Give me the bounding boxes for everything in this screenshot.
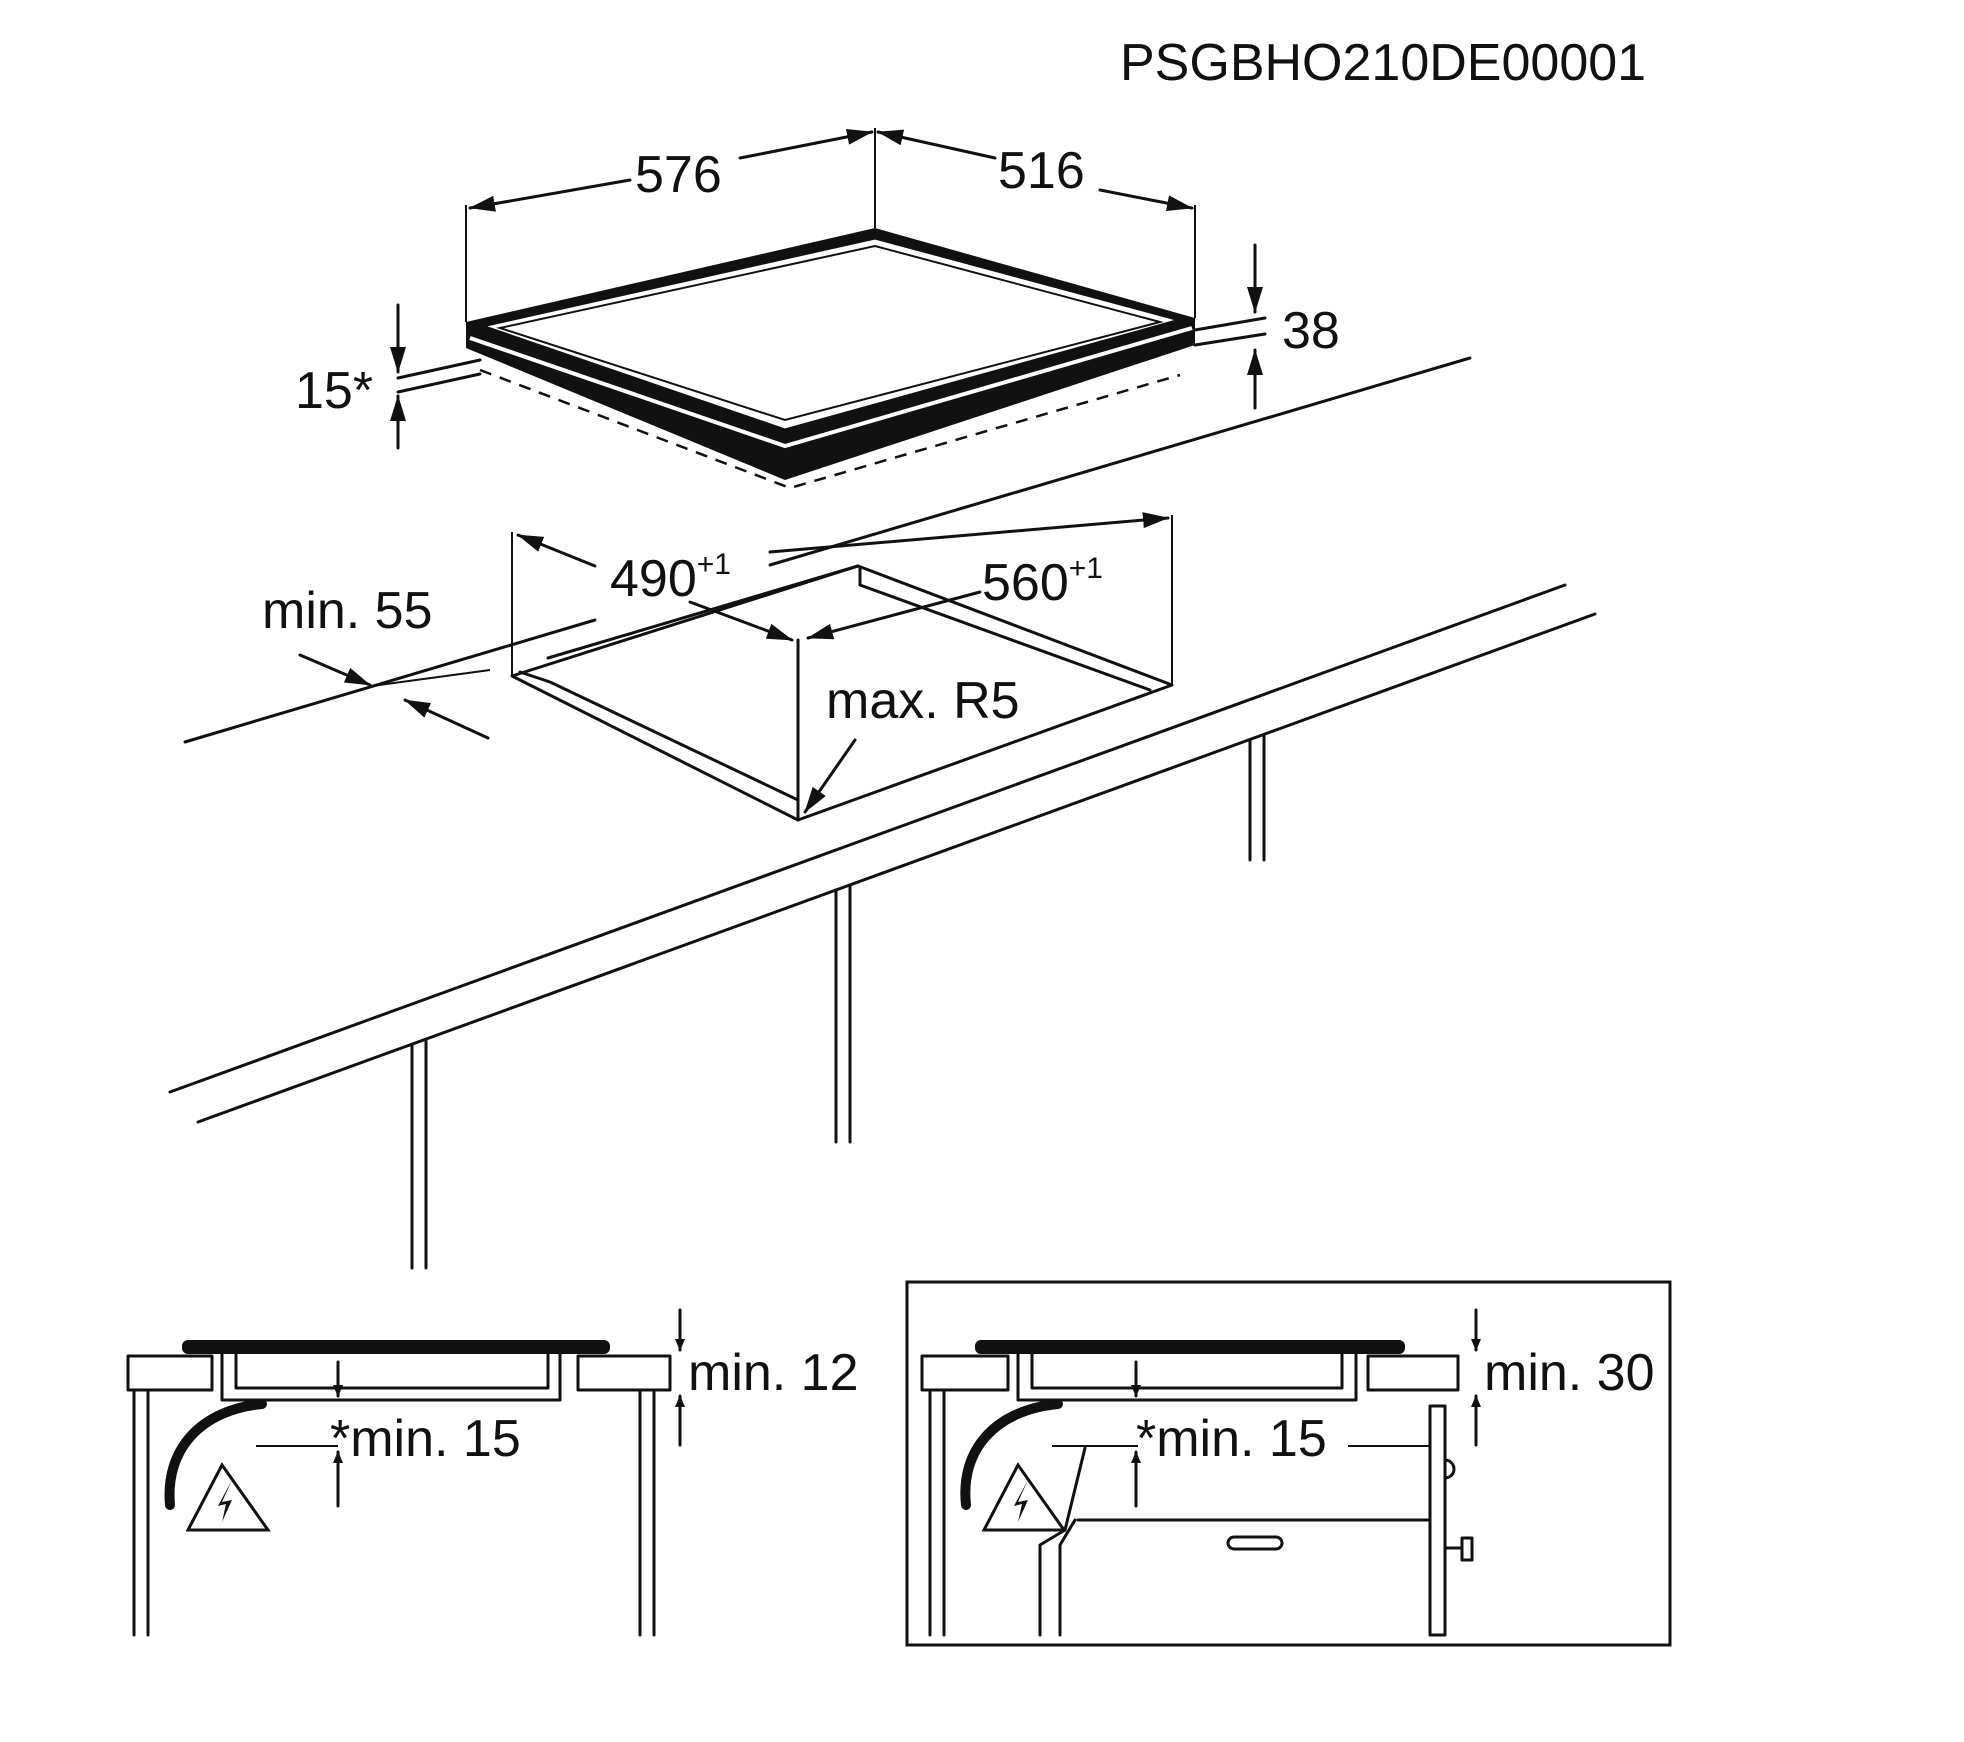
left-bottom-clearance-label: *min. 15 xyxy=(330,1410,521,1468)
warning-icon xyxy=(185,1462,271,1532)
countertop-drawing xyxy=(168,356,1597,1270)
hob-drawing xyxy=(396,228,1267,490)
warning-icon-right xyxy=(981,1462,1067,1532)
frame-thickness-label: 15* xyxy=(295,362,373,420)
hob-height-label: 38 xyxy=(1282,302,1340,360)
right-bottom-clearance-label: *min. 15 xyxy=(1136,1410,1327,1468)
left-top-clearance-label: min. 12 xyxy=(688,1344,859,1402)
right-top-clearance-label: min. 30 xyxy=(1484,1344,1655,1402)
hob-depth-dimension: 516 xyxy=(876,129,1194,212)
hob-height-dimension: 38 xyxy=(1247,243,1340,410)
wall-distance-label: min. 55 xyxy=(262,582,433,640)
cutout-width-label: 560+1 xyxy=(982,552,1103,612)
cutout-width-dimension: 560+1 xyxy=(768,512,1170,640)
frame-thickness-dimension: 15* xyxy=(295,303,406,450)
corner-radius-label: max. R5 xyxy=(826,672,1020,730)
section-left: *min. 15 min. 12 xyxy=(126,1308,859,1637)
cutout-depth-label: 490+1 xyxy=(610,548,731,608)
document-code: PSGBHO210DE00001 xyxy=(1120,34,1646,92)
wall-distance-dimension: min. 55 xyxy=(262,582,491,740)
cutout-depth-dimension: 490+1 xyxy=(516,533,794,642)
section-right: *min. 15 min. 30 xyxy=(905,1280,1672,1647)
hob-depth-label: 516 xyxy=(998,142,1085,200)
hob-width-dimension: 576 xyxy=(468,128,874,212)
corner-radius-dimension: max. R5 xyxy=(803,672,1020,814)
hob-width-label: 576 xyxy=(635,146,722,204)
